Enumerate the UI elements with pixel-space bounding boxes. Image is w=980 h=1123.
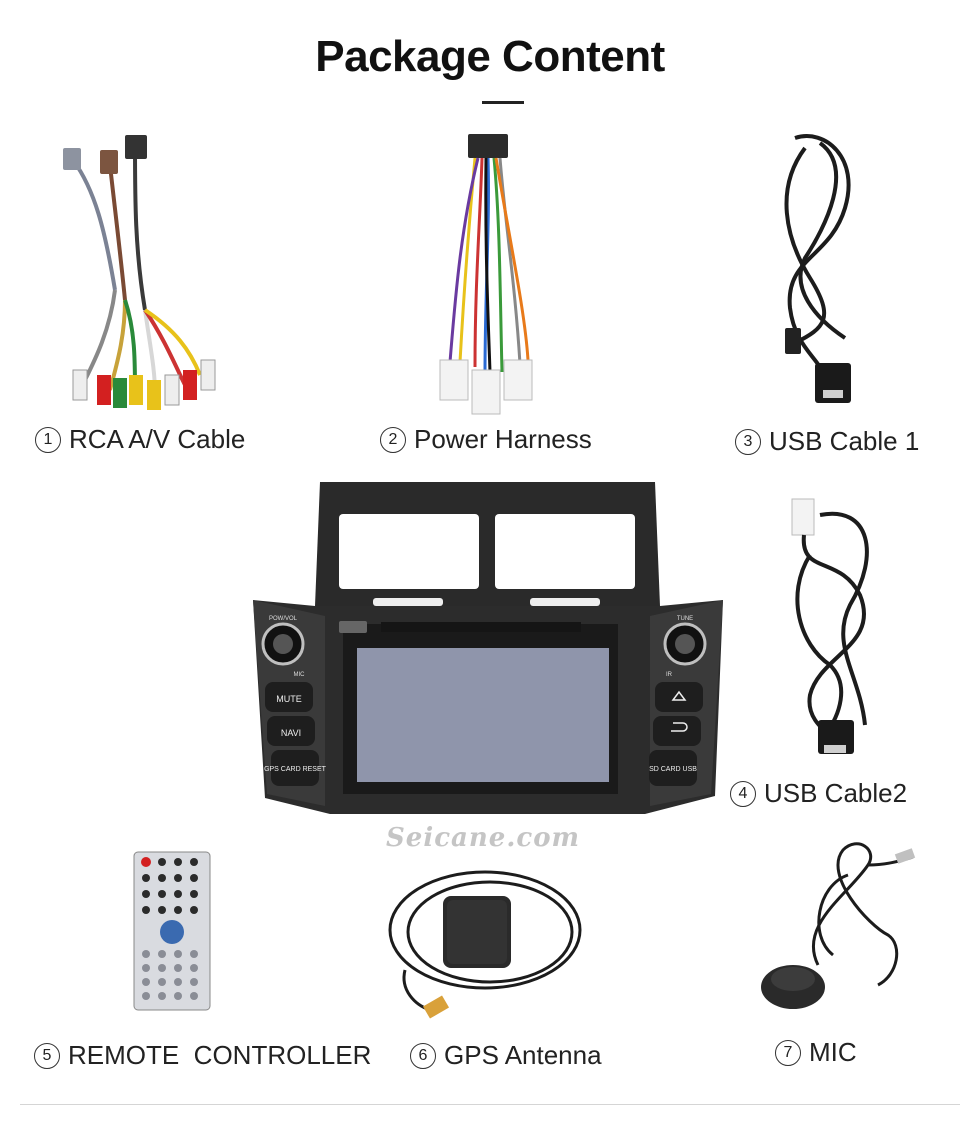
item-number: 3 <box>735 428 761 455</box>
ir-label: IR <box>666 672 673 678</box>
microphone-icon <box>761 842 916 1009</box>
mic-label: MIC <box>294 672 306 678</box>
head-unit-button-mute: MUTE <box>276 694 302 704</box>
head-unit-button-sd: SD CARD USB <box>649 766 697 773</box>
head-unit-image: MUTE NAVI GPS CARD RESET SD CARD USB POW… <box>245 476 730 841</box>
power-harness-image <box>430 132 550 417</box>
item-text: GPS Antenna <box>444 1040 602 1070</box>
knob-right-label: TUNE <box>677 616 693 622</box>
item-text: RCA A/V Cable <box>69 424 246 454</box>
item-number: 4 <box>730 780 756 807</box>
knob-left-label: POW/VOL <box>269 616 298 622</box>
item-text: Power Harness <box>414 424 592 454</box>
gps-antenna-icon <box>388 870 582 1019</box>
head-unit-button-navi: NAVI <box>281 728 301 738</box>
rca-cable-icon <box>63 135 216 410</box>
item-text: REMOTE CONTROLLER <box>68 1040 372 1070</box>
remote-image <box>132 850 212 1012</box>
item-number: 6 <box>410 1042 436 1069</box>
remote-control-icon <box>133 851 211 1011</box>
item-label-harness: 2 Power Harness <box>380 424 592 455</box>
title-underline <box>482 101 524 104</box>
usb-cable-icon <box>784 134 851 403</box>
gps-antenna-image <box>385 860 595 1030</box>
item-text: MIC <box>809 1037 857 1067</box>
item-number: 1 <box>35 426 61 453</box>
power-harness-icon <box>439 134 533 415</box>
usb-cable-icon <box>791 498 869 754</box>
item-number: 7 <box>775 1039 801 1066</box>
item-label-mic: 7 MIC <box>775 1037 857 1068</box>
item-label-gps: 6 GPS Antenna <box>410 1040 602 1071</box>
head-unit-button-reset: GPS CARD RESET <box>264 766 327 773</box>
usb-cable2-image <box>780 495 890 765</box>
item-label-remote: 5 REMOTE CONTROLLER <box>34 1040 371 1071</box>
item-number: 5 <box>34 1042 60 1069</box>
rca-cable-image <box>55 130 225 415</box>
mic-image <box>758 835 918 1015</box>
item-label-usb2: 4 USB Cable2 <box>730 778 907 809</box>
watermark: Seicane.com <box>386 823 581 853</box>
usb-cable1-image <box>765 128 875 408</box>
item-text: USB Cable 1 <box>769 426 920 456</box>
item-label-rca: 1 RCA A/V Cable <box>35 424 245 455</box>
bottom-divider <box>20 1104 960 1105</box>
page-title: Package Content <box>315 32 665 81</box>
item-label-usb1: 3 USB Cable 1 <box>735 426 919 457</box>
item-number: 2 <box>380 426 406 453</box>
item-text: USB Cable2 <box>764 778 908 808</box>
